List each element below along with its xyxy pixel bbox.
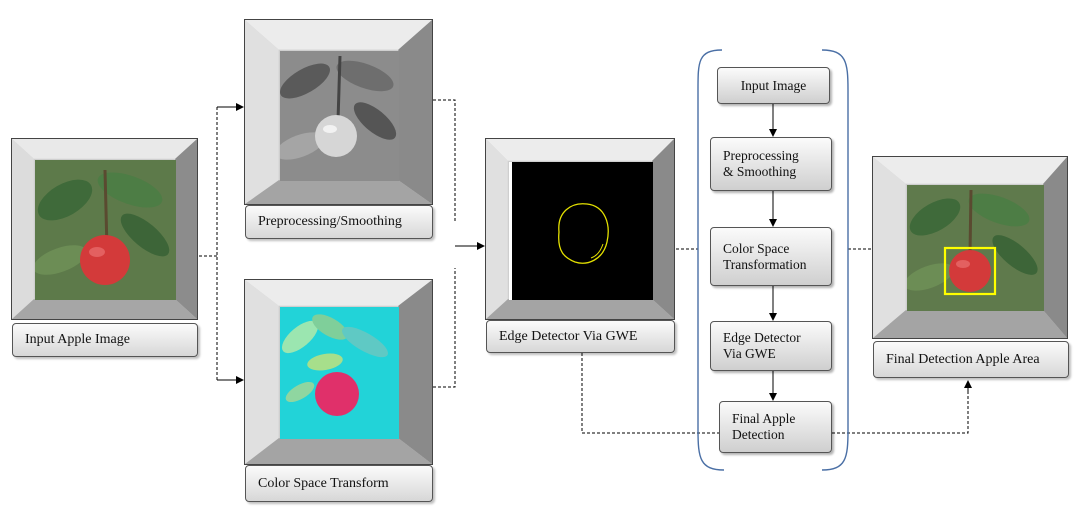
final-label: Final Detection Apple Area [873, 341, 1069, 378]
colorspace-label: Color Space Transform [245, 465, 433, 502]
colorspace-frame [244, 279, 433, 465]
preprocess-label: Preprocessing/Smoothing [245, 205, 433, 239]
flow-step-input-image: Input Image [717, 67, 830, 104]
final-detection-photo [907, 185, 1044, 311]
connector-colorspace-merge [433, 268, 456, 388]
input-apple-photo [35, 160, 176, 300]
flow-step-preprocessing: Preprocessing & Smoothing [710, 137, 832, 191]
flow-step-edge-detector: Edge Detector Via GWE [710, 321, 832, 371]
flow-step-final-detection: Final Apple Detection [719, 401, 832, 453]
flow-step-color-space: Color Space Transformation [710, 227, 832, 286]
detection-bounding-box [943, 246, 997, 296]
edge-frame [485, 138, 675, 320]
preprocess-frame [244, 19, 433, 205]
connector-preprocess-merge [433, 99, 456, 222]
final-frame [872, 156, 1068, 339]
edge-label: Edge Detector Via GWE [486, 320, 675, 353]
colorspace-photo [280, 307, 399, 439]
edge-map-photo [509, 162, 653, 300]
input-image-label: Input Apple Image [12, 323, 198, 357]
preprocess-grayscale-photo [280, 51, 399, 181]
input-image-frame [11, 138, 198, 320]
